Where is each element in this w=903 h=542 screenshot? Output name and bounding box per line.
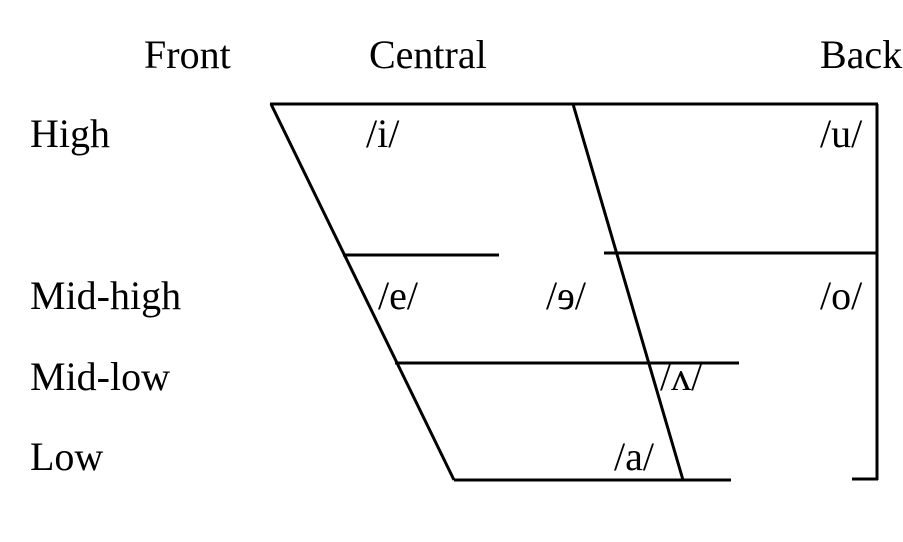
row-label-mid-low: Mid-low	[30, 354, 170, 399]
column-label-front: Front	[144, 32, 231, 77]
vowel-schwa: /ɘ/	[546, 273, 587, 318]
row-label-mid-high: Mid-high	[30, 273, 181, 318]
row-label-low: Low	[30, 434, 103, 479]
vowel-o: /o/	[820, 273, 863, 318]
front-slanted-border	[269, 103, 456, 481]
column-label-back: Back	[820, 32, 902, 77]
row-label-high: High	[30, 111, 110, 156]
vowel-e: /e/	[378, 273, 419, 318]
vowel-a: /a/	[614, 434, 655, 479]
central-slanted-divider	[571, 103, 685, 481]
vowel-wedge: /ʌ/	[660, 354, 703, 399]
vowel-u: /u/	[820, 111, 863, 156]
vowel-i: /i/	[366, 111, 400, 156]
column-label-central: Central	[369, 32, 487, 77]
